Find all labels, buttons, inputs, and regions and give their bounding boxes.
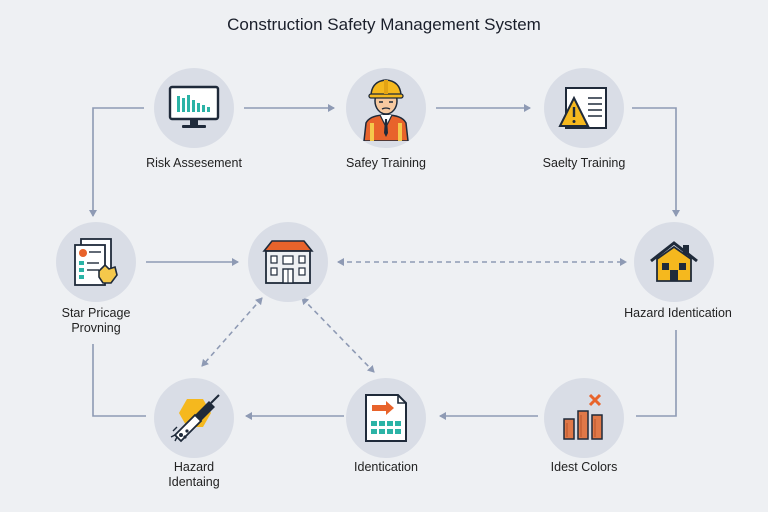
node-safety-training-document[interactable] [544, 68, 624, 148]
label-idest-colors: Idest Colors [550, 460, 618, 474]
node-hazard-identaing[interactable] [154, 378, 234, 458]
document-grid-icon [365, 394, 407, 442]
arrow-left-down [89, 107, 144, 217]
diagram-title: Construction Safety Management System [227, 15, 541, 34]
label-risk-assessment: Risk Assesement [146, 156, 242, 170]
label-hazard-identaing: Hazard Identaing [124, 460, 264, 490]
node-idest-colors[interactable] [544, 378, 624, 458]
node-star-pricage[interactable] [56, 222, 136, 302]
node-center-building[interactable] [248, 222, 328, 302]
arrow-right-to-colors [636, 330, 677, 417]
label-identication: Identication [354, 460, 418, 474]
drill-tool-icon [170, 394, 220, 443]
arrow-left-bottom [92, 344, 146, 417]
arrow-right-down [632, 107, 680, 217]
checklist-hand-icon [74, 238, 118, 286]
building-icon [262, 240, 314, 284]
label-safety-training-document: Saelty Training [542, 156, 626, 170]
label-hazard-identaing-line1: Hazard [173, 460, 215, 474]
node-identication[interactable] [346, 378, 426, 458]
label-safety-training-worker: Safey Training [346, 156, 426, 170]
house-icon [650, 241, 698, 282]
warning-document-icon [558, 87, 607, 129]
arrow-center-to-identication [301, 297, 375, 373]
label-hazard-identaing-line2: Identaing [168, 475, 220, 489]
node-risk-assessment[interactable] [154, 68, 234, 148]
monitor-chart-icon [168, 85, 220, 128]
label-star-pricage-line2: Provning [71, 321, 121, 335]
label-star-pricage: Star Pricage Provning [26, 306, 166, 336]
node-hazard-identication[interactable] [634, 222, 714, 302]
bar-chart-cross-icon [563, 393, 603, 440]
label-star-pricage-line1: Star Pricage [61, 306, 131, 320]
label-hazard-identication: Hazard Identication [624, 306, 732, 320]
arrow-center-to-hazard-ident [201, 297, 263, 367]
node-safety-training-worker[interactable] [346, 68, 426, 148]
worker-hardhat-icon [363, 79, 409, 141]
